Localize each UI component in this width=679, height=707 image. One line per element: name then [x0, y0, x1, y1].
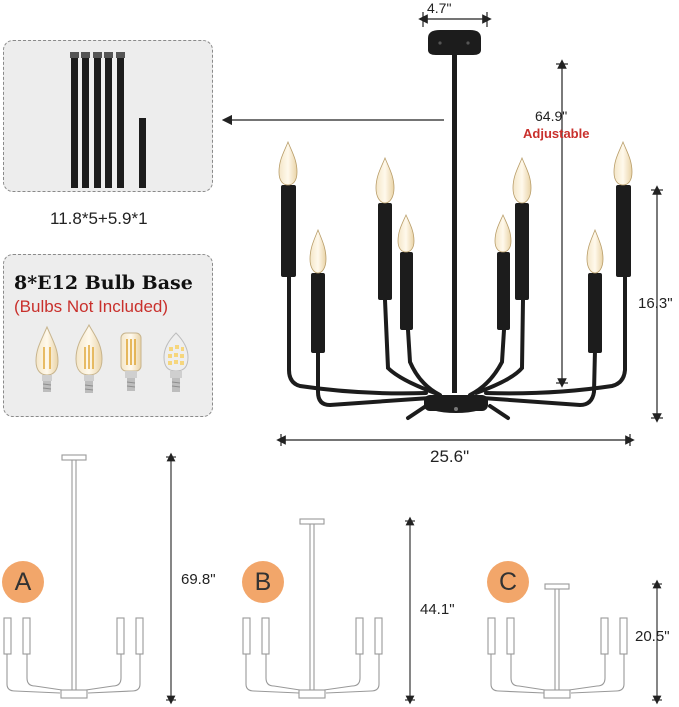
option-b-height-label: 44.1"	[420, 601, 455, 618]
long-rods	[70, 52, 125, 188]
option-c-badge: C	[487, 561, 529, 603]
arms	[287, 273, 627, 420]
option-a-badge: A	[2, 561, 44, 603]
rod-length-label: 64.9"	[535, 108, 568, 124]
option-b-badge: B	[242, 561, 284, 603]
bulbs-not-included-note: (Bulbs Not Included)	[14, 297, 169, 316]
rod-caption: 11.8*5+5.9*1	[50, 209, 148, 228]
canopy-width-label: 4.7"	[427, 0, 452, 16]
option-c-outline	[487, 579, 662, 705]
option-c-height-label: 20.5"	[635, 628, 670, 645]
downrod	[452, 55, 457, 393]
option-a-height-label: 69.8"	[181, 571, 216, 588]
dimension-lines	[276, 12, 663, 446]
candle-sleeves	[281, 185, 631, 353]
candle-led-bulb-icon	[35, 325, 59, 392]
canopy	[428, 30, 481, 55]
option-a-outline	[3, 452, 176, 705]
extension-rods	[70, 52, 146, 188]
body-height-label: 16.3"	[638, 295, 673, 312]
flame-tip-bulb-icon	[75, 323, 103, 393]
bulb-base-title: 8*E12 Bulb Base	[14, 272, 193, 294]
span-width-label: 25.6"	[430, 447, 470, 466]
corn-led-bulb-icon	[163, 332, 189, 392]
option-b-outline	[242, 516, 415, 705]
tubular-led-bulb-icon	[120, 332, 142, 391]
chandelier-bulbs	[278, 140, 633, 274]
chandelier-main	[278, 30, 633, 420]
bulb-types	[35, 323, 189, 393]
adjustable-label: Adjustable	[523, 126, 590, 141]
short-rod	[139, 118, 146, 188]
